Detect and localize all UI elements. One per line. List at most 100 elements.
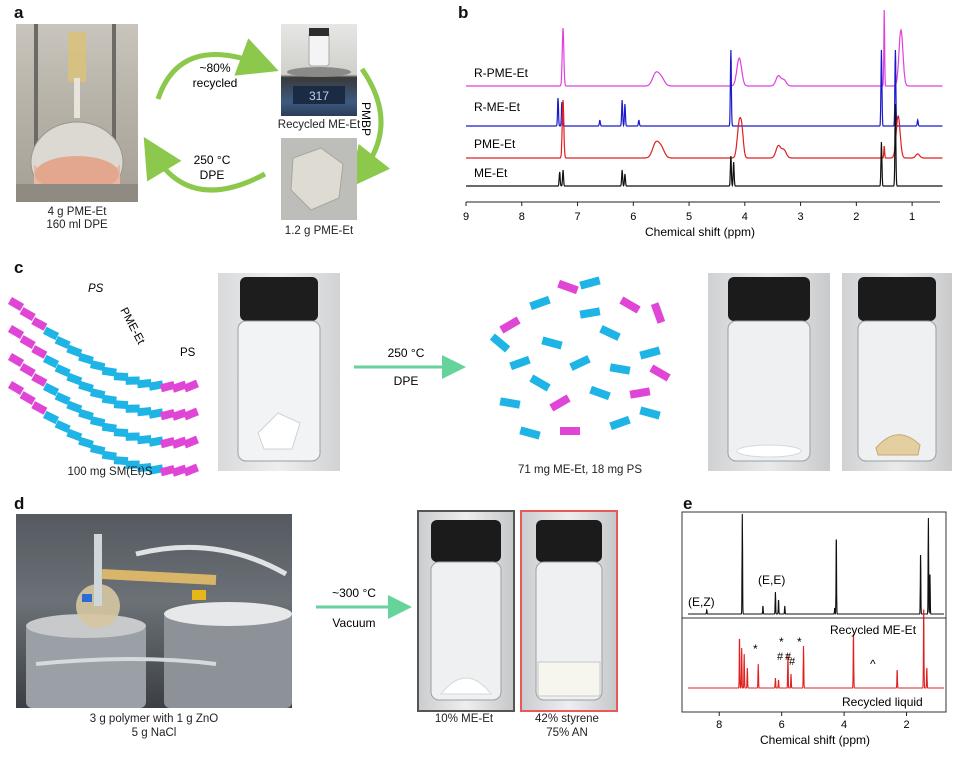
fragment-block (629, 387, 651, 399)
chain-block (78, 352, 94, 365)
chain-block (42, 326, 60, 341)
solid-chunk (290, 147, 344, 211)
chain-block (159, 380, 176, 393)
b-tick-label: 5 (686, 211, 692, 223)
block-copolymer-chains: PS PME-Et PS (8, 283, 199, 477)
flask-caption-2: 160 ml DPE (46, 219, 108, 231)
b-tick-label: 6 (630, 211, 636, 223)
e-traces (688, 513, 944, 689)
chain-block (183, 435, 199, 449)
fragment-block (579, 276, 601, 290)
chain-block (54, 392, 71, 406)
chain-block (101, 394, 117, 405)
b-trace-label-me: ME-Et (474, 166, 508, 180)
c-arrow-top: 250 °C (388, 346, 425, 360)
chain-block (42, 354, 60, 369)
arrow-right-text: PMBP (359, 102, 373, 136)
fragments (489, 276, 671, 440)
chain-block (31, 373, 48, 387)
fragment-block (529, 374, 551, 392)
arrow-bottom-text-2: DPE (200, 168, 225, 182)
chain-block (19, 363, 36, 377)
chain-block (171, 380, 188, 393)
b-tick-label: 7 (574, 211, 580, 223)
chain-block (136, 406, 152, 417)
e-tick-label: 2 (903, 719, 909, 731)
fragment-block (609, 415, 631, 431)
chain-block (113, 400, 129, 410)
chain-block (31, 345, 48, 359)
chain-block (171, 464, 188, 477)
chain-block (78, 380, 94, 393)
chain-block (42, 410, 60, 425)
chain-block (66, 428, 83, 442)
solid-photo (281, 138, 357, 220)
arrow-right-green (349, 67, 391, 188)
e-hash-2: # (785, 651, 792, 663)
chain-block (31, 317, 48, 331)
chain-block (171, 408, 188, 421)
e-star-2: * (779, 635, 784, 649)
fragment-block (589, 385, 611, 401)
chain-block (113, 372, 129, 382)
e-label-ez: (E,Z) (688, 595, 715, 609)
panel-label-e: e (683, 494, 693, 513)
chain-block (66, 400, 83, 414)
fragment-block (541, 336, 563, 350)
d-arrow-bottom: Vacuum (332, 616, 375, 630)
fragment-block (650, 302, 666, 324)
b-tick-label: 9 (463, 211, 469, 223)
fragment-block (509, 355, 531, 371)
chain-block (136, 378, 152, 389)
c-label-ps-right: PS (180, 347, 196, 359)
d-vial2-caption-2: 75% AN (546, 727, 588, 739)
b-tick-label: 8 (519, 211, 525, 223)
chain-block (183, 379, 199, 393)
chain-block (89, 360, 106, 372)
c-label-ps-left: PS (88, 283, 104, 295)
chain-block (136, 434, 152, 445)
chain-block (89, 416, 106, 428)
fragment-block (499, 316, 521, 334)
b-tick-label: 1 (909, 211, 915, 223)
chain-block (159, 436, 176, 449)
chain-block (78, 436, 94, 449)
fragment-block (579, 307, 601, 319)
flask-caption-1: 4 g PME-Et (47, 206, 107, 218)
e-frame (681, 511, 947, 713)
degraded-fragments (489, 276, 671, 440)
fragment-block (649, 364, 671, 382)
balance-photo: 317 (281, 24, 357, 116)
e-label-ee: (E,E) (758, 573, 785, 587)
fragment-block (599, 325, 621, 341)
solid-caption: 1.2 g PME-Et (284, 225, 354, 237)
panel-label-c: c (14, 258, 24, 277)
c-caption-left: 100 mg SM(Et)S (67, 466, 153, 478)
chain-block (78, 408, 94, 421)
vial-photo-c3 (842, 273, 952, 471)
e-xlabel: Chemical shift (ppm) (760, 733, 870, 747)
vial-c3 (857, 277, 937, 462)
arrow-top-text-1: ~80% (199, 61, 230, 75)
chain-block (19, 335, 36, 349)
chain-block (183, 463, 199, 477)
b-tick-label: 2 (853, 211, 859, 223)
arrow-bottom-green (143, 136, 267, 193)
chain-block (31, 401, 48, 415)
e-trace-recycled-liquid (688, 609, 944, 689)
chain-block (171, 436, 188, 449)
fragment-block (639, 406, 661, 420)
d-caption-1: 3 g polymer with 1 g ZnO (89, 713, 219, 725)
chain-block (148, 436, 164, 447)
recycled-caption: Recycled ME-Et (277, 119, 361, 131)
nmr-trace-pme-et (466, 99, 943, 159)
chain-block (136, 462, 152, 473)
nmr-trace-r-me-et (466, 49, 943, 128)
copolymer-chains (8, 297, 199, 477)
b-trace-label-rme: R-ME-Et (474, 100, 521, 114)
chain-block (8, 381, 25, 395)
vial-photo-d1 (417, 510, 515, 712)
chain-block (89, 388, 106, 400)
vial-photo-c2 (708, 273, 830, 471)
